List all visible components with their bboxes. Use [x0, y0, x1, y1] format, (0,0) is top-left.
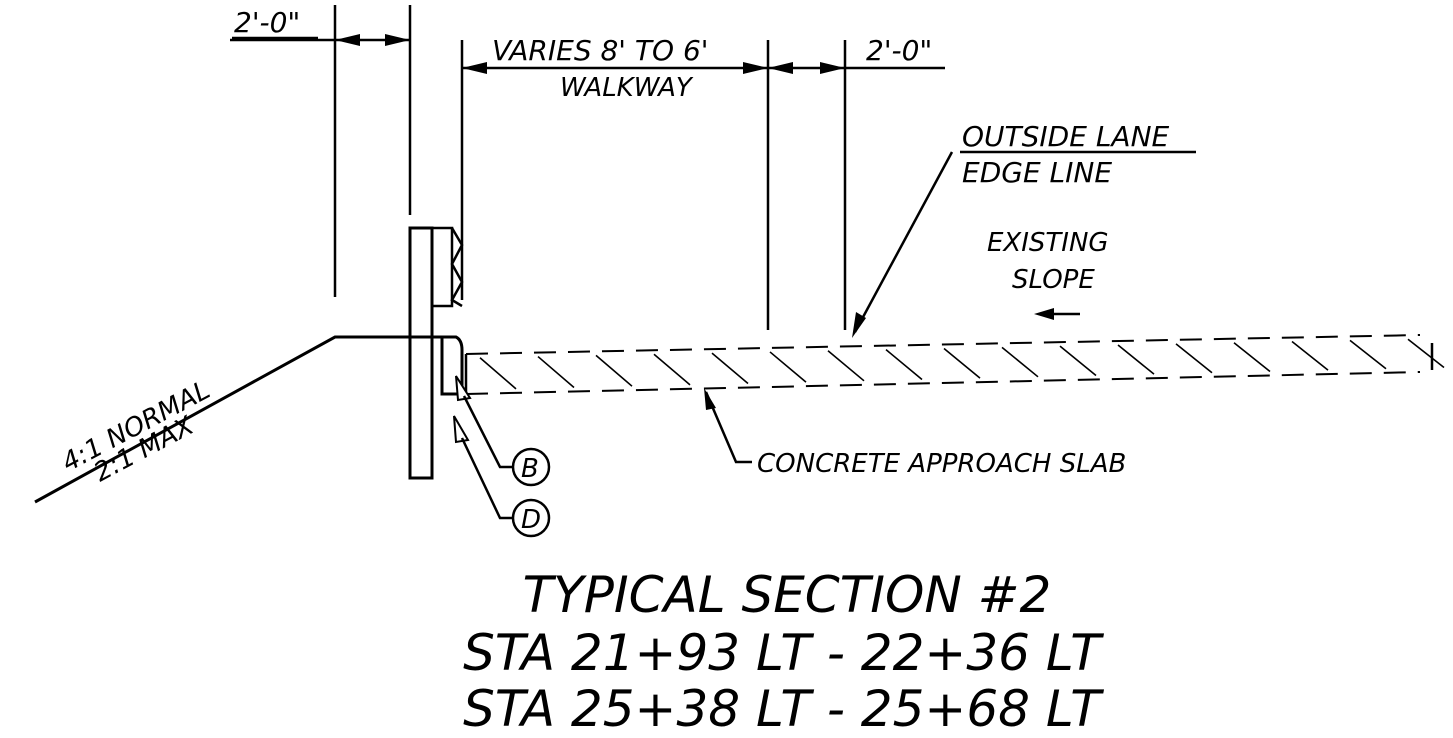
slope-label-2: SLOPE [1012, 265, 1095, 295]
slab-hatch-line [1291, 340, 1329, 371]
callout-b-arrowhead [455, 375, 472, 402]
slab-hatch-line [1175, 343, 1213, 374]
arrow-left-b [385, 34, 410, 46]
slab-hatch-line [827, 350, 865, 382]
title-line-3: STA 25+38 LT - 25+68 LT [463, 680, 1104, 738]
slab-hatch-line [711, 352, 749, 385]
left-offset-label: 2'-0" [234, 6, 300, 39]
approach-slab [464, 334, 1445, 395]
arrow-walkway-b [743, 62, 768, 74]
title-line-1: TYPICAL SECTION #2 [523, 566, 1052, 624]
barrier-post [408, 226, 434, 480]
slab-hatch-line [1349, 339, 1387, 370]
slab-label: CONCRETE APPROACH SLAB [757, 449, 1126, 479]
slab-top-line [465, 334, 1421, 355]
edge-line-leader [853, 151, 954, 333]
slab-hatch-line [537, 355, 575, 389]
callout-d-bubble [511, 498, 551, 538]
slab-hatch-line [1407, 338, 1445, 369]
right-offset-label: 2'-0" [866, 34, 932, 67]
edge-line-arrowhead [852, 312, 866, 338]
slab-hatch-line [1001, 346, 1039, 378]
slab-arrowhead [704, 388, 716, 410]
section-title: TYPICAL SECTION #2 STA 21+93 LT - 22+36 … [463, 566, 1104, 738]
barrier-rail [408, 226, 464, 480]
slab-hatch-line [653, 353, 691, 386]
arrow-walkway-a [462, 62, 487, 74]
slab-hatch-line [1059, 345, 1097, 377]
slab-leader [704, 391, 752, 464]
slab-hatch-line [943, 347, 981, 379]
callout-b-bubble [511, 447, 551, 487]
slope-label-1: EXISTING [987, 228, 1109, 258]
left-offset-dimension: 2'-0" [230, 5, 412, 297]
slab-hatch-line [885, 349, 923, 381]
slab-hatch-line [595, 354, 633, 387]
existing-slope-note: EXISTING SLOPE [987, 228, 1109, 320]
slab-hatch-line [479, 357, 517, 390]
rail-block [430, 226, 454, 308]
slab-note: CONCRETE APPROACH SLAB [704, 388, 1126, 479]
ground-line [34, 335, 442, 504]
slab-hatch-line [1233, 342, 1271, 373]
walkway-dimension: VARIES 8' TO 6' WALKWAY 2'-0" [460, 34, 945, 330]
callout-d-leader [460, 437, 512, 520]
callout-b: B [455, 375, 551, 487]
curb [440, 335, 464, 396]
walkway-width-label: VARIES 8' TO 6' [492, 34, 708, 67]
slab-hatch-line [1117, 344, 1155, 375]
title-line-2: STA 21+93 LT - 22+36 LT [463, 624, 1104, 682]
callout-d: D [453, 415, 551, 538]
callout-d-arrowhead [453, 415, 470, 444]
slab-hatch-line [769, 351, 807, 383]
slope-arrowhead [1034, 308, 1054, 320]
edge-line-label-2: EDGE LINE [962, 156, 1112, 189]
callout-d-label: D [521, 505, 541, 535]
slab-hatching [479, 338, 1445, 390]
edge-line-label-1: OUTSIDE LANE [962, 120, 1170, 153]
callout-b-leader [462, 395, 512, 469]
callout-b-label: B [521, 454, 539, 484]
edge-line-note: OUTSIDE LANE EDGE LINE [852, 120, 1196, 338]
slab-bottom-line [465, 371, 1421, 395]
arrow-right-offset-b [820, 62, 845, 74]
rail-profile [450, 227, 464, 308]
walkway-label: WALKWAY [560, 73, 694, 103]
arrow-left-a [335, 34, 360, 46]
arrow-right-offset-a [768, 62, 793, 74]
embankment: 4:1 NORMAL 2:1 MAX [34, 335, 442, 504]
